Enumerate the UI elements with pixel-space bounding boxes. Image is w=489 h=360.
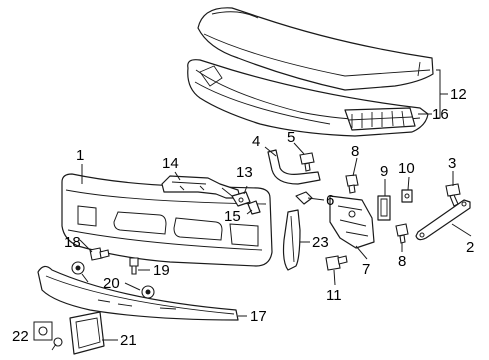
bracket-7	[329, 195, 375, 249]
callout-15: 15	[224, 208, 241, 225]
callout-3: 3	[448, 155, 456, 172]
callout-21: 21	[120, 332, 137, 349]
panel-23	[282, 209, 301, 271]
callout-8-lower: 8	[398, 253, 406, 270]
callout-10: 10	[398, 160, 415, 177]
bumper-face-bar	[61, 173, 273, 267]
nut-10	[401, 189, 413, 203]
screw-22-box	[33, 321, 53, 341]
callout-8-upper: 8	[351, 143, 359, 160]
callout-13: 13	[236, 164, 253, 181]
valance-17	[37, 265, 239, 321]
bumper-cover-lower	[187, 59, 429, 137]
callout-9: 9	[380, 163, 388, 180]
bolt-5	[299, 152, 315, 172]
clip-13	[231, 191, 251, 207]
callout-11: 11	[326, 287, 342, 304]
nut-20-left	[71, 261, 85, 275]
brace-2	[415, 199, 471, 241]
fastener-19	[129, 257, 139, 275]
plate-bracket-21	[69, 311, 105, 355]
callout-20: 20	[103, 275, 120, 292]
bolt-3	[445, 183, 461, 207]
callout-14: 14	[162, 155, 179, 172]
bolt-8-lower	[395, 223, 409, 244]
leader-lines	[79, 69, 472, 341]
callout-6: 6	[326, 192, 334, 209]
bolt-8-upper	[345, 174, 359, 194]
callout-22: 22	[12, 328, 29, 345]
bolt-18	[89, 247, 110, 261]
callout-19: 19	[153, 262, 170, 279]
callout-4: 4	[252, 133, 260, 150]
nut-20-right	[141, 285, 155, 299]
callout-17: 17	[250, 308, 267, 325]
callout-7: 7	[362, 261, 370, 278]
bracket-4	[267, 149, 321, 185]
callout-1: 1	[76, 147, 84, 164]
callout-labels: 1 2 3 4 5 6 7 8 8 9 10 11 12 13 14 15 16…	[12, 86, 474, 349]
callout-18: 18	[64, 234, 81, 251]
callout-23: 23	[312, 234, 329, 251]
screw-22	[51, 337, 63, 351]
callout-5: 5	[287, 129, 295, 146]
bumper-cover-upper	[197, 7, 434, 91]
bolt-11	[325, 255, 348, 271]
callout-16: 16	[432, 106, 449, 123]
callout-12: 12	[450, 86, 467, 103]
callout-2: 2	[466, 239, 474, 256]
clip-9	[377, 195, 391, 221]
